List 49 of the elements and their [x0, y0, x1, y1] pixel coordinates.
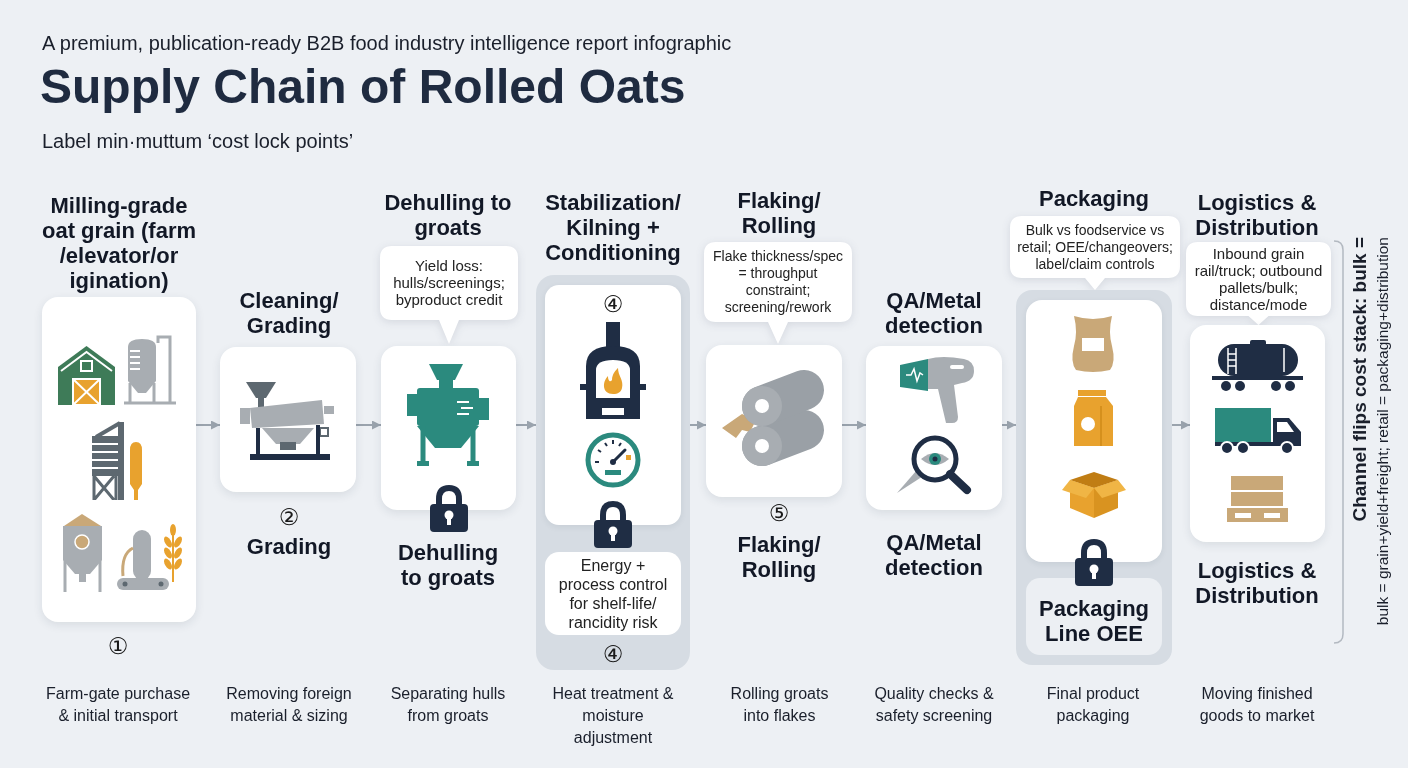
stage-description: Quality checks & safety screening: [873, 684, 995, 726]
arrow: [515, 420, 537, 430]
step-number: ②: [277, 504, 301, 530]
arrow: [1171, 420, 1191, 430]
stage-heading: Cleaning/ Grading: [238, 288, 340, 338]
stage-description: Separating hulls from groats: [389, 684, 507, 726]
stage-heading: Logistics & Distribution: [1194, 190, 1320, 240]
title: Supply Chain of Rolled Oats: [40, 60, 686, 114]
stage-panel: [1016, 290, 1172, 665]
arrow: [689, 420, 707, 430]
callout-text: Inbound grain rail/truck; outbound pallets/bulk; distance/mode: [1193, 245, 1324, 313]
stage-description: Removing foreign material & sizing: [225, 684, 353, 726]
kpi-box: [1026, 578, 1162, 655]
side-note-heading: Channel flips cost stack: bulk =: [1349, 237, 1371, 524]
stage-description: Final product packaging: [1045, 684, 1141, 726]
stage-heading: Stabilization/ Kilning + Conditioning: [544, 190, 682, 265]
stage-label: Dehulling to groats: [396, 540, 500, 590]
step-number: ①: [106, 633, 130, 659]
callout-text: Bulk vs foodservice vs retail; OEE/changeovers; label/claim controls: [1016, 222, 1174, 273]
stage-label: Logistics & Distribution: [1194, 558, 1320, 608]
arrow: [1001, 420, 1017, 430]
stage-heading: Flaking/ Rolling: [736, 188, 822, 238]
side-note: bulk = grain+yield+freight; retail = packaging+distribution: [1373, 237, 1392, 628]
note-text: Energy + process control for shelf-life/ rancidity risk: [557, 556, 669, 632]
subheading: Label min·muttum ‘cost lock points’: [42, 129, 354, 154]
step-number: ④: [601, 291, 625, 317]
stage-heading: Milling-grade oat grain (farm /elevator/or igination): [41, 193, 197, 293]
stage-description: Heat treatment & moisture adjustment: [551, 684, 675, 748]
stage-label: Flaking/ Rolling: [736, 532, 822, 582]
stage-heading: Packaging: [1037, 186, 1150, 211]
icon-card: [1026, 300, 1162, 562]
note-box: [545, 552, 681, 635]
step-number: ④: [601, 641, 625, 667]
stage-description: Moving finished goods to market: [1198, 684, 1316, 726]
stage-heading: QA/Metal detection: [884, 288, 984, 338]
stage-description: Rolling groats into flakes: [729, 684, 830, 726]
stage-label: QA/Metal detection: [884, 530, 984, 580]
callout-text: Flake thickness/spec = throughput constraint; screening/rework: [712, 248, 844, 316]
kpi-label: Packaging Line OEE: [1037, 596, 1150, 646]
callout-text: Yield loss: hulls/screenings; byproduct credit: [392, 257, 506, 308]
subtitle: A premium, publication-ready B2B food industry intelligence report infographic: [42, 31, 732, 56]
arrow: [355, 420, 382, 430]
step-number: ⑤: [767, 500, 791, 526]
stage-heading: Dehulling to groats: [383, 190, 513, 240]
icon-card: [545, 285, 681, 525]
arrow: [841, 420, 867, 430]
stage-description: Farm-gate purchase & initial transport: [44, 684, 192, 726]
arrow: [195, 420, 221, 430]
stage-label: Grading: [245, 534, 333, 559]
